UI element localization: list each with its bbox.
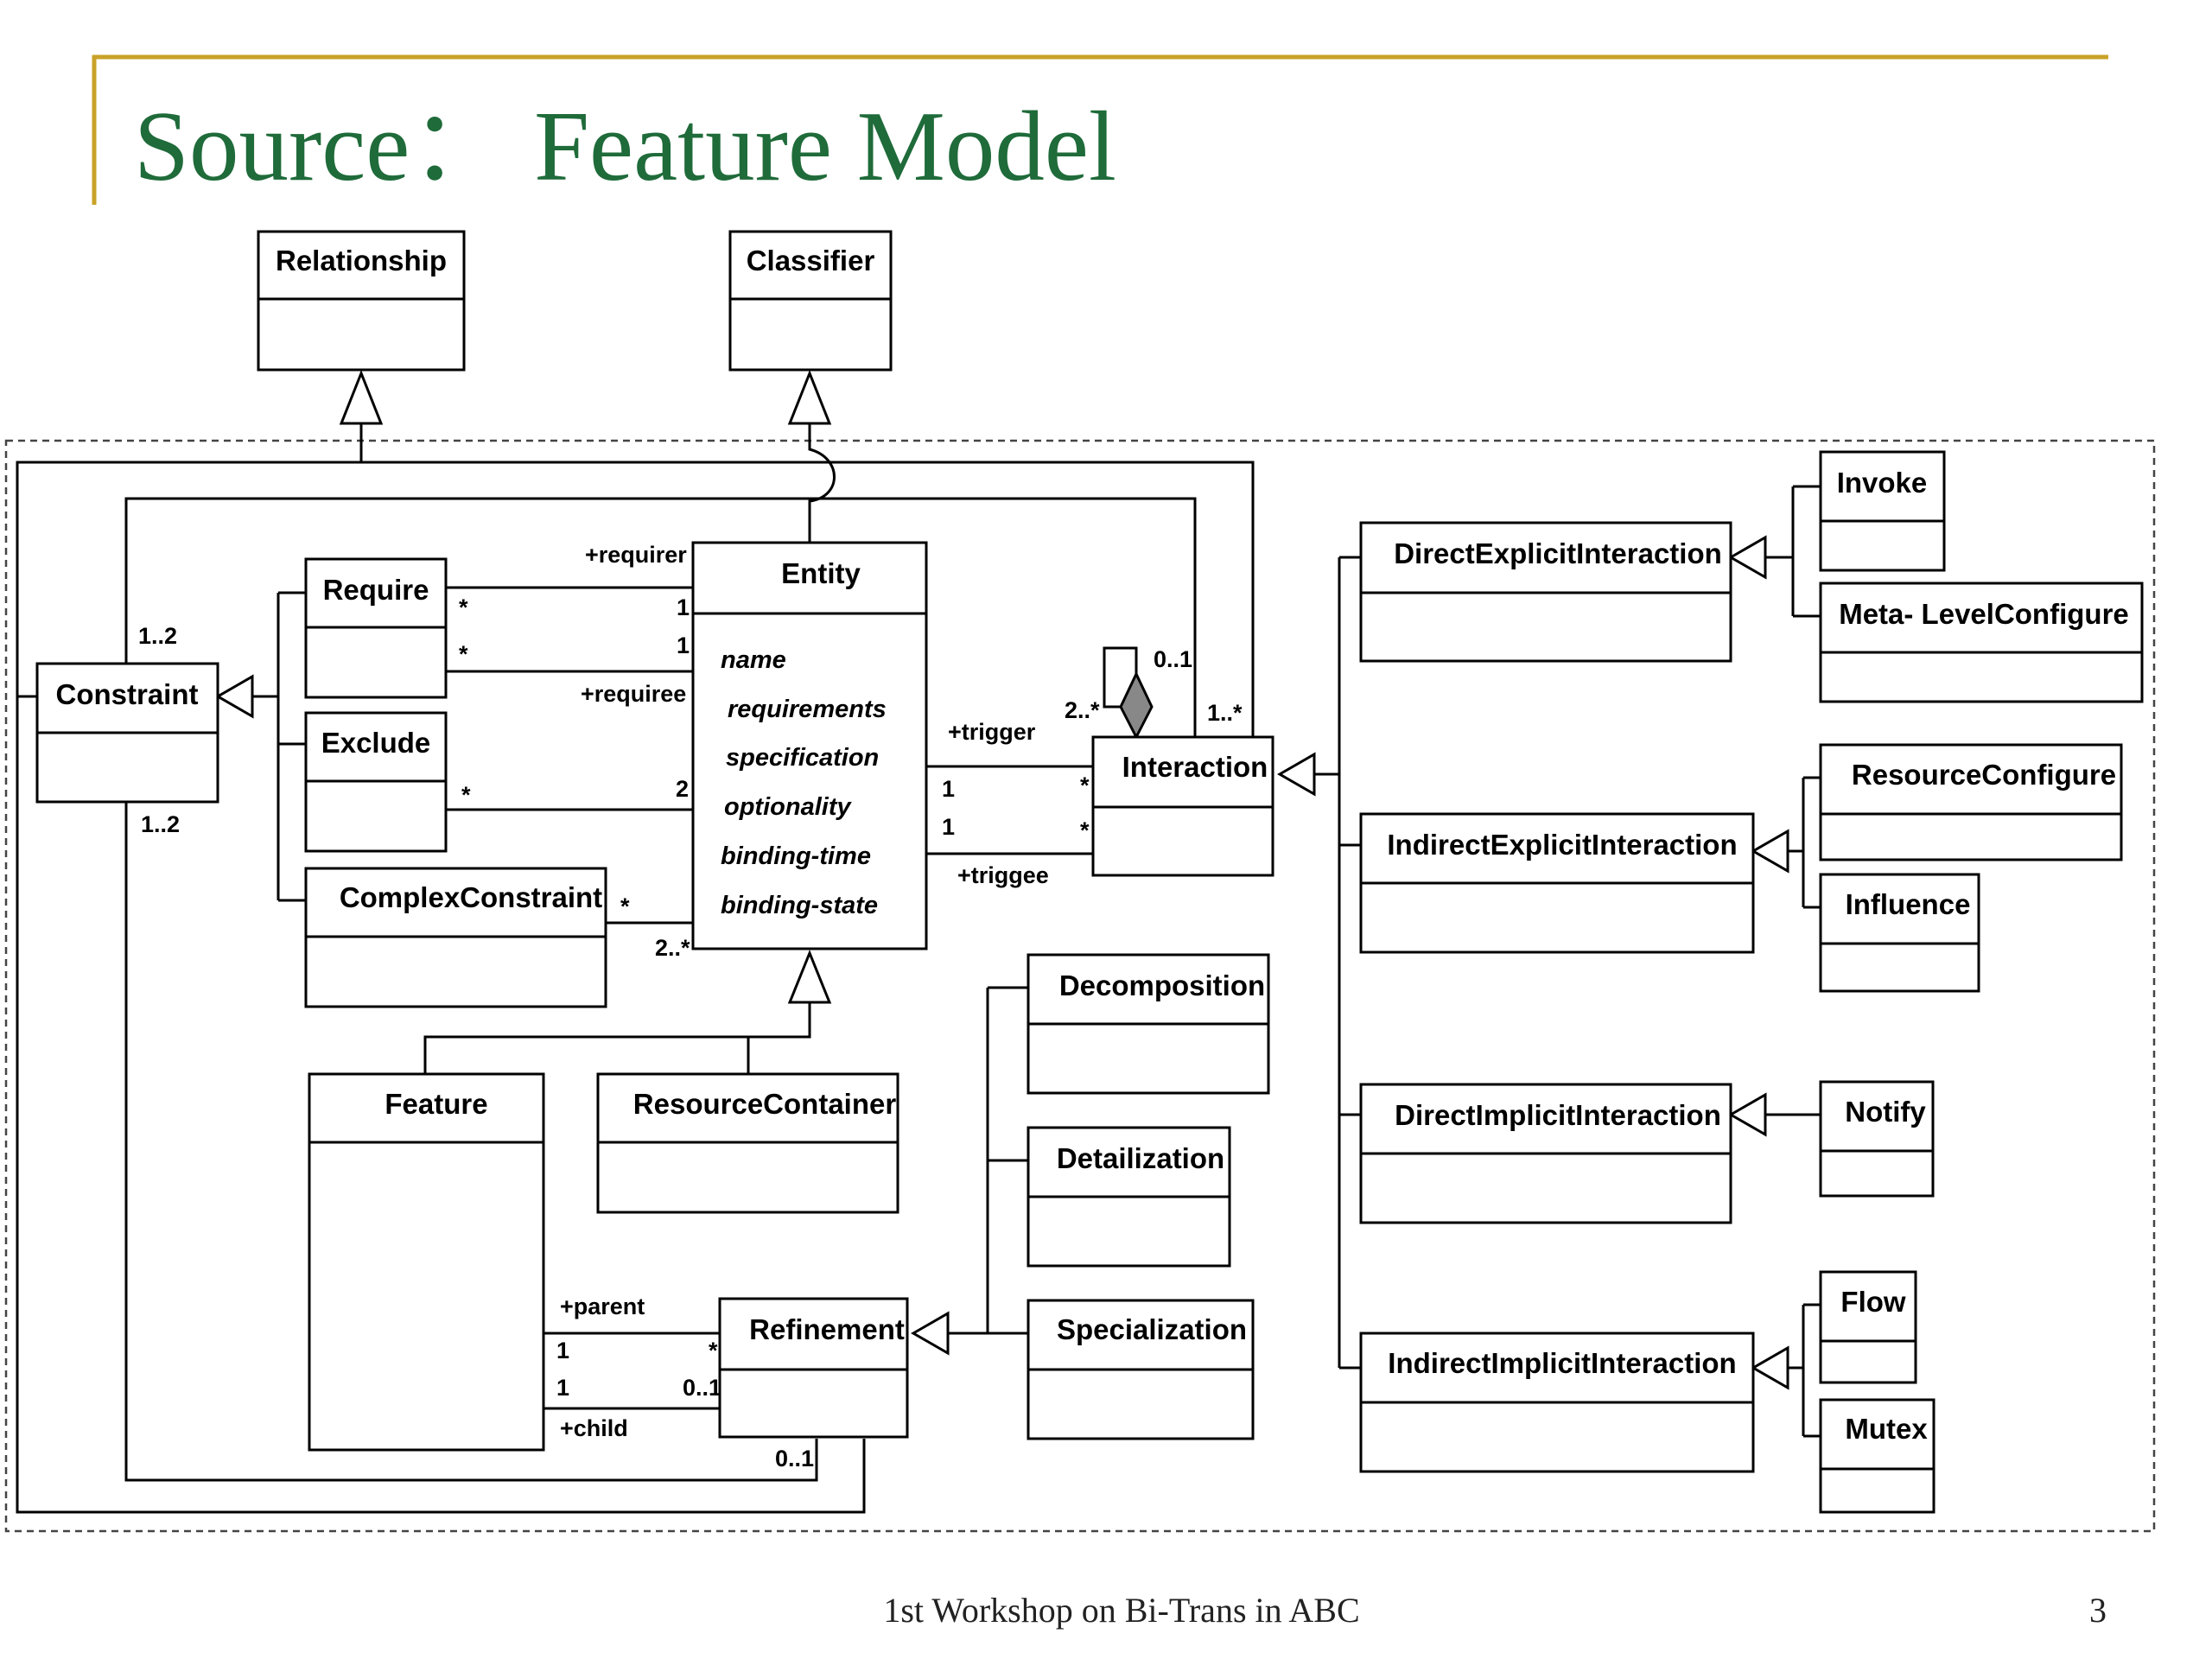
class-classifier[interactable]: Classifier [728, 230, 893, 372]
label-req-star-1: * [459, 594, 468, 620]
class-direct-explicit-interaction[interactable]: DirectExplicitInteraction [1359, 521, 1732, 663]
entity-attr-specification: specification [726, 744, 879, 772]
class-relationship-name: Relationship [276, 245, 447, 276]
class-resource-container[interactable]: ResourceContainer [596, 1072, 899, 1214]
class-classifier-name: Classifier [747, 245, 875, 276]
class-refinement-name: Refinement [749, 1313, 905, 1345]
class-exclude-name: Exclude [321, 727, 431, 759]
label-int-two-star: 2..* [1065, 697, 1100, 723]
composition-diamond [1119, 671, 1154, 741]
class-indirect-implicit-name: IndirectImplicitInteraction [1388, 1347, 1736, 1379]
class-decomposition[interactable]: Decomposition [1027, 953, 1270, 1095]
class-interaction[interactable]: Interaction [1091, 735, 1274, 877]
class-constraint-name: Constraint [56, 678, 199, 710]
class-decomposition-name: Decomposition [1059, 969, 1265, 1001]
label-exc-star: * [461, 782, 471, 808]
label-trig-one-2: 1 [942, 814, 955, 840]
label-cc-star: * [620, 893, 630, 919]
class-constraint[interactable]: Constraint [35, 662, 219, 804]
entity-attr-name: name [721, 646, 786, 674]
class-flow-name: Flow [1840, 1286, 1905, 1318]
class-influence[interactable]: Influence [1819, 873, 1980, 993]
class-interaction-name: Interaction [1122, 751, 1268, 783]
class-entity-name: Entity [781, 557, 861, 589]
class-exclude[interactable]: Exclude [304, 711, 448, 853]
class-meta-level-configure[interactable]: Meta- LevelConfigure [1819, 582, 2144, 703]
class-require[interactable]: Require [304, 557, 448, 699]
class-indirect-implicit-interaction[interactable]: IndirectImplicitInteraction [1359, 1332, 1755, 1473]
footer-text: 1st Workshop on Bi-Trans in ABC [883, 1591, 1359, 1630]
generalization-arrows [214, 369, 1789, 1390]
label-trigger: +trigger [948, 719, 1036, 745]
class-direct-implicit-interaction[interactable]: DirectImplicitInteraction [1359, 1083, 1732, 1224]
class-resource-container-name: ResourceContainer [633, 1088, 897, 1120]
class-specialization-name: Specialization [1057, 1313, 1247, 1345]
label-ref-one-2: 1 [556, 1375, 569, 1401]
class-invoke-name: Invoke [1837, 467, 1928, 499]
class-require-name: Require [323, 574, 429, 606]
label-req-one-2: 1 [677, 632, 690, 658]
class-resource-configure[interactable]: ResourceConfigure [1819, 743, 2123, 861]
label-trig-star-2: * [1080, 817, 1090, 843]
class-flow[interactable]: Flow [1819, 1270, 1917, 1384]
class-direct-explicit-name: DirectExplicitInteraction [1394, 537, 1722, 569]
label-child: +child [560, 1415, 628, 1441]
package-boundary [4, 439, 2156, 1533]
label-exc-two: 2 [676, 776, 689, 802]
label-req-one-1: 1 [677, 594, 690, 620]
label-trig-one-1: 1 [942, 776, 955, 802]
class-detailization[interactable]: Detailization [1027, 1126, 1231, 1268]
entity-attr-binding-time: binding-time [721, 842, 871, 870]
class-mutex[interactable]: Mutex [1819, 1398, 1936, 1514]
class-detailization-name: Detailization [1057, 1142, 1224, 1174]
label-ref-star: * [709, 1338, 718, 1363]
entity-attr-binding-state: binding-state [721, 892, 878, 919]
label-requirer: +requirer [585, 542, 687, 568]
entity-attr-requirements: requirements [728, 696, 887, 723]
class-complex-constraint-name: ComplexConstraint [340, 881, 602, 913]
class-feature[interactable]: Feature [308, 1072, 545, 1452]
connectors [16, 423, 1821, 1514]
class-notify[interactable]: Notify [1819, 1080, 1935, 1198]
class-feature-name: Feature [385, 1088, 487, 1120]
class-direct-implicit-name: DirectImplicitInteraction [1395, 1099, 1721, 1131]
page-title: Source： Feature Model [134, 92, 1116, 201]
label-requiree: +requiree [581, 681, 686, 707]
page-number: 3 [2089, 1591, 2107, 1630]
association-labels: +requirer +requiree * * 1 1 * 2 * 2..* 1… [138, 542, 1243, 1471]
class-relationship[interactable]: Relationship [257, 230, 466, 372]
label-int-one-star: 1..* [1207, 700, 1243, 726]
class-resource-configure-name: ResourceConfigure [1852, 759, 2116, 791]
class-indirect-explicit-interaction[interactable]: IndirectExplicitInteraction [1359, 812, 1755, 954]
label-one-two-bottom: 1..2 [141, 811, 180, 837]
label-ref-zero-one: 0..1 [683, 1375, 721, 1401]
class-entity[interactable]: Entity name requirements specification o… [691, 541, 928, 950]
label-ref-one-1: 1 [556, 1338, 569, 1363]
class-complex-constraint[interactable]: ComplexConstraint [304, 867, 607, 1008]
class-specialization[interactable]: Specialization [1027, 1299, 1255, 1440]
label-cc-two-star: 2..* [655, 935, 690, 961]
label-int-zero-one: 0..1 [1154, 646, 1192, 672]
class-invoke[interactable]: Invoke [1819, 450, 1946, 572]
label-req-star-2: * [459, 641, 468, 667]
class-mutex-name: Mutex [1845, 1413, 1928, 1445]
class-meta-level-configure-name: Meta- LevelConfigure [1839, 598, 2129, 630]
class-influence-name: Influence [1846, 888, 1971, 920]
class-indirect-explicit-name: IndirectExplicitInteraction [1387, 829, 1737, 861]
class-notify-name: Notify [1845, 1096, 1926, 1128]
label-one-two-top: 1..2 [138, 623, 177, 649]
label-triggee: +triggee [957, 862, 1049, 888]
entity-attr-optionality: optionality [724, 793, 852, 821]
label-trig-star-1: * [1080, 772, 1090, 798]
label-ref-zero-one-bottom: 0..1 [775, 1446, 814, 1471]
class-refinement[interactable]: Refinement [718, 1297, 909, 1439]
label-parent: +parent [560, 1294, 645, 1319]
